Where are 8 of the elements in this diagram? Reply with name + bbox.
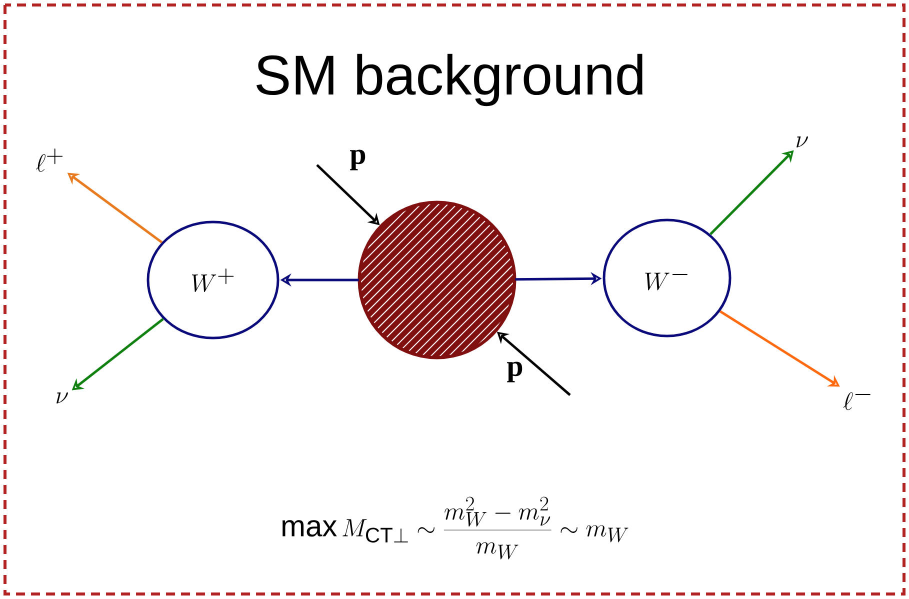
formula: $\max M_{\mathrm{CT}\perp} \sim \frac{m_W^2 - m_\nu^2}{m_W} \sim m_W$ (282, 496, 628, 560)
particle-label: $\nu$ (796, 136, 808, 148)
particle-label: $\ell^+$ (36, 148, 63, 172)
particle-label: $\nu$ (56, 392, 68, 404)
edge-label: p (348, 148, 368, 172)
title: SM background (256, 54, 642, 106)
particle-label: $\ell^-$ (843, 392, 870, 410)
edge-label: p (506, 360, 524, 384)
